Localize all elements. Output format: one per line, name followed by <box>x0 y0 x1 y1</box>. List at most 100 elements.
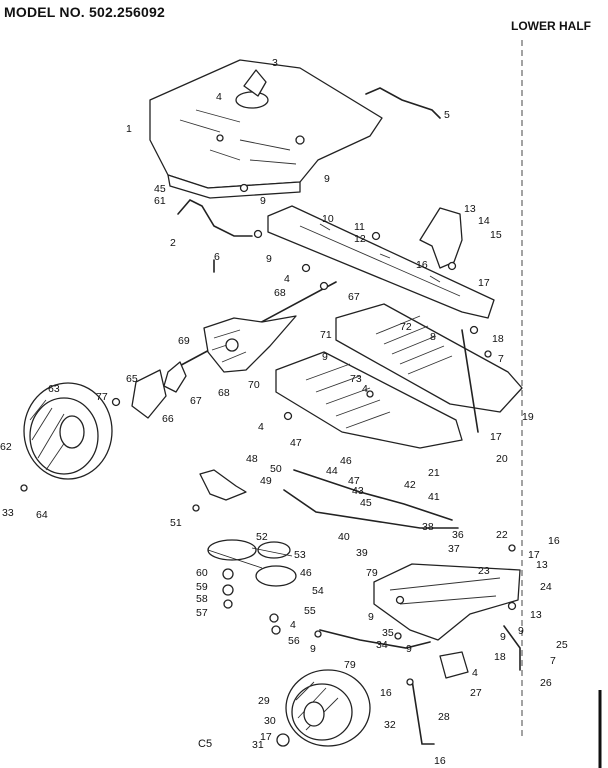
callout-4f: 4 <box>290 619 296 631</box>
callout-16d: 16 <box>434 755 446 767</box>
callout-79a: 79 <box>366 567 378 579</box>
callout-46b: 46 <box>300 567 312 579</box>
callout-9i: 9 <box>500 631 506 643</box>
callout-43: 43 <box>352 485 364 497</box>
callout-11: 11 <box>354 221 365 233</box>
callout-67b: 67 <box>190 395 202 407</box>
callout-29: 29 <box>258 695 270 707</box>
callout-61: 61 <box>154 195 166 207</box>
callout-9f: 9 <box>518 625 524 637</box>
callout-21: 21 <box>428 467 440 479</box>
callout-13c: 13 <box>530 609 542 621</box>
callout-5: 5 <box>444 109 450 121</box>
callout-45b: 45 <box>360 497 372 509</box>
callout-9c: 9 <box>266 253 272 265</box>
callout-9g: 9 <box>310 643 316 655</box>
callout-68a: 68 <box>274 287 286 299</box>
wheel-hub <box>276 733 290 747</box>
callout-41: 41 <box>428 491 440 503</box>
callout-47b: 47 <box>348 475 360 487</box>
hardware <box>20 183 517 686</box>
callout-16c: 16 <box>380 687 392 699</box>
callout-9b: 9 <box>260 195 266 207</box>
spindle-28 <box>411 679 435 745</box>
callout-52: 52 <box>256 531 268 543</box>
callout-54: 54 <box>312 585 324 597</box>
callout-4d: 4 <box>258 421 264 433</box>
callout-38: 38 <box>422 521 434 533</box>
callout-45: 45 <box>154 183 166 195</box>
callout-39: 39 <box>356 547 368 559</box>
rear-axle-bracket <box>373 563 521 641</box>
callout-9e: 9 <box>368 611 374 623</box>
callout-40: 40 <box>338 531 350 543</box>
front-axle-bar <box>267 205 495 319</box>
callout-48: 48 <box>246 453 258 465</box>
callout-17a: 17 <box>478 277 490 289</box>
callout-59: 59 <box>196 581 208 593</box>
bracket-27 <box>439 651 469 679</box>
callout-57: 57 <box>196 607 208 619</box>
callout-53: 53 <box>294 549 306 561</box>
drag-link <box>293 469 453 521</box>
callout-4b: 4 <box>284 273 290 285</box>
callout-60: 60 <box>196 567 208 579</box>
callout-19: 19 <box>522 411 534 423</box>
callout-47a: 47 <box>290 437 302 449</box>
callout-17c: 17 <box>528 549 540 561</box>
callout-25: 25 <box>556 639 568 651</box>
callout-2: 2 <box>170 237 176 249</box>
pivot-plate <box>163 361 187 393</box>
callout-15: 15 <box>490 229 502 241</box>
callout-3: 3 <box>272 57 278 69</box>
callout-8: 8 <box>430 331 436 343</box>
callout-63: 63 <box>48 383 60 395</box>
callout-71: 71 <box>320 329 332 341</box>
callout-14: 14 <box>478 215 490 227</box>
callout-16b: 16 <box>548 535 560 547</box>
lower-pan <box>275 351 463 449</box>
callout-18a: 18 <box>492 333 504 345</box>
callout-13b: 13 <box>536 559 548 571</box>
callout-4a: 4 <box>216 91 222 103</box>
callout-10: 10 <box>322 213 334 225</box>
steering-bracket <box>419 207 463 269</box>
tie-rod <box>461 329 479 433</box>
rod-79 <box>319 629 431 649</box>
callout-44: 44 <box>326 465 338 477</box>
callout-64: 64 <box>36 509 48 521</box>
callout-68b: 68 <box>218 387 230 399</box>
callout-36: 36 <box>452 529 464 541</box>
callout-9a: 9 <box>324 173 330 185</box>
callout-28: 28 <box>438 711 450 723</box>
spindle-plate <box>131 369 167 419</box>
callout-17b: 17 <box>490 431 502 443</box>
callout-33: 33 <box>2 507 14 519</box>
callout-79b: 79 <box>344 659 356 671</box>
bracket-50 <box>199 469 247 501</box>
callout-16a: 16 <box>416 259 428 271</box>
callout-26: 26 <box>540 677 552 689</box>
callout-12: 12 <box>354 233 366 245</box>
callout-20: 20 <box>496 453 508 465</box>
callout-35: 35 <box>382 627 394 639</box>
callout-1: 1 <box>126 123 132 135</box>
callout-58: 58 <box>196 593 208 605</box>
section-title: LOWER HALF <box>511 19 591 33</box>
control-rod <box>283 489 459 529</box>
callout-49: 49 <box>260 475 272 487</box>
callout-34: 34 <box>376 639 388 651</box>
callout-50: 50 <box>270 463 282 475</box>
callout-73: 73 <box>350 373 362 385</box>
callout-55: 55 <box>304 605 316 617</box>
callout-24: 24 <box>540 581 552 593</box>
lever-6 <box>177 199 253 237</box>
callout-66: 66 <box>162 413 174 425</box>
bracket-5 <box>365 87 441 119</box>
pulley-assembly <box>207 539 297 635</box>
frame-plate <box>149 59 383 199</box>
callout-17d: 17 <box>260 731 272 743</box>
